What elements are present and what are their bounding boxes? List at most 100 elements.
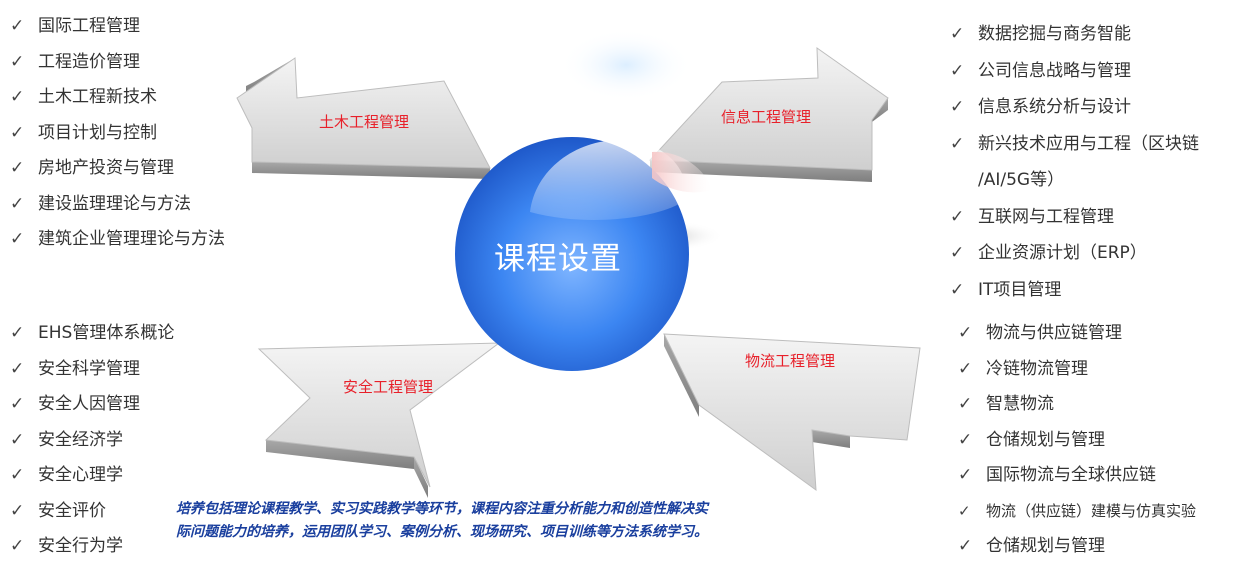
course-item-label: 冷链物流管理	[986, 358, 1088, 379]
arrow-safety: 安全工程管理	[257, 342, 501, 498]
check-icon: ✓	[958, 358, 973, 379]
check-icon: ✓	[10, 51, 25, 72]
course-item-label: 安全评价	[38, 500, 106, 521]
course-item: ✓ 安全人因管理	[10, 387, 174, 423]
check-icon: ✓	[958, 465, 973, 485]
check-icon: ✓	[10, 323, 25, 343]
arrow-label-safety: 安全工程管理	[343, 378, 433, 396]
course-item-label: 安全心理学	[38, 465, 123, 485]
check-icon: ✓	[10, 465, 25, 485]
course-item: ✓数据挖掘与商务智能	[950, 16, 1199, 53]
check-icon: ✓	[958, 394, 973, 414]
course-item: ✓ 冷链物流管理	[958, 352, 1196, 388]
course-item-label: 企业资源计划（ERP）	[978, 243, 1147, 263]
check-icon: ✓	[950, 60, 965, 81]
course-item: ✓ 国际物流与全球供应链	[958, 458, 1196, 494]
course-item-label: 物流（供应链）建模与仿真实验	[986, 501, 1197, 520]
course-item-label: 数据挖掘与商务智能	[978, 24, 1131, 44]
arrow-label-civil: 土木工程管理	[319, 113, 409, 131]
pink-reflection	[652, 151, 712, 193]
halo-decoration	[560, 29, 692, 101]
course-item: ✓ 建筑企业管理理论与方法	[10, 222, 225, 258]
arrow-logistics: 物流工程管理	[663, 333, 921, 492]
course-item-label: 互联网与工程管理	[978, 206, 1114, 227]
arrow-civil: 土木工程管理	[236, 57, 491, 179]
training-note-line-1: 培养包括理论课程教学、实习实践教学等环节，课程内容注重分析能力和创造性解决实	[176, 501, 708, 517]
info-course-list: ✓数据挖掘与商务智能✓公司信息战略与管理✓信息系统分析与设计✓新兴技术应用与工程…	[950, 16, 1199, 308]
course-item: ✓ 新兴技术应用与工程（区块链	[950, 126, 1199, 163]
check-icon: ✓	[10, 87, 25, 107]
check-icon: ✓	[950, 243, 965, 263]
course-item: ✓工程造价管理	[10, 45, 225, 81]
check-icon: ✓	[10, 16, 25, 36]
course-item: ✓ 安全行为学	[10, 529, 174, 565]
course-item: ✓ 房地产投资与管理	[10, 151, 225, 187]
check-icon: ✓	[958, 323, 973, 343]
course-item-label: 新兴技术应用与工程（区块链	[978, 133, 1199, 154]
course-item: ✓ 安全心理学	[10, 458, 174, 494]
course-item-label: 仓储规划与管理	[986, 429, 1105, 450]
civil-course-list: ✓国际工程管理✓工程造价管理✓土木工程新技术✓项目计划与控制✓房地产投资与管理✓…	[10, 9, 225, 258]
check-icon: ✓	[950, 279, 965, 300]
course-item: ✓ 土木工程新技术	[10, 80, 225, 116]
arrow-info: 信息工程管理	[648, 47, 889, 182]
check-icon: ✓	[10, 429, 25, 450]
check-icon: ✓	[10, 536, 25, 556]
course-item-label: 公司信息战略与管理	[978, 60, 1131, 81]
course-item-label: 房地产投资与管理	[38, 158, 174, 178]
course-item-label: 物流与供应链管理	[986, 323, 1122, 343]
course-item-label: 建筑企业管理理论与方法	[38, 229, 225, 249]
course-item: ✓ 智慧物流	[958, 387, 1196, 423]
check-icon: ✓	[950, 133, 965, 154]
course-item: ✓ 互联网与工程管理	[950, 199, 1199, 236]
course-item: ✓EHS管理体系概论	[10, 316, 174, 352]
check-icon: ✓	[958, 501, 971, 520]
course-item-label: 信息系统分析与设计	[978, 97, 1131, 117]
check-icon: ✓	[958, 536, 973, 556]
course-item: ✓ 安全评价	[10, 494, 174, 530]
course-item-label: 安全经济学	[38, 429, 123, 450]
check-icon: ✓	[10, 193, 25, 214]
course-item: ✓ 企业资源计划（ERP）	[950, 235, 1199, 272]
course-item-label: 国际物流与全球供应链	[986, 465, 1156, 485]
course-item-label: 智慧物流	[986, 394, 1054, 414]
course-item-label: 安全行为学	[38, 536, 123, 556]
check-icon: ✓	[958, 429, 973, 450]
check-icon: ✓	[10, 122, 25, 143]
course-item: ✓ 安全经济学	[10, 423, 174, 459]
arrow-label-info: 信息工程管理	[721, 108, 811, 126]
training-note: 培养包括理论课程教学、实习实践教学等环节，课程内容注重分析能力和创造性解决实 际…	[176, 498, 936, 544]
check-icon: ✓	[10, 158, 25, 178]
course-item: ✓ 国际工程管理	[10, 9, 225, 45]
course-item-label: 安全科学管理	[38, 358, 140, 379]
check-icon: ✓	[10, 358, 25, 379]
course-item: ✓ 物流与供应链管理	[958, 316, 1196, 352]
course-item: ✓IT项目管理	[950, 272, 1199, 309]
center-title: 课程设置	[494, 241, 622, 277]
course-item: ✓ 物流（供应链）建模与仿真实验	[958, 494, 1196, 530]
course-item-label: 安全人因管理	[38, 394, 140, 414]
logistics-course-list: ✓ 物流与供应链管理 ✓ 冷链物流管理 ✓ 智慧物流 ✓ 仓储规划与管理 ✓ 国际物流与全球供应链…	[958, 316, 1196, 565]
check-icon: ✓	[950, 97, 965, 117]
course-item: ✓ 仓储规划与管理	[958, 423, 1196, 459]
course-item: ✓ 项目计划与控制	[10, 116, 225, 152]
check-icon: ✓	[10, 500, 25, 521]
course-item: /AI/5G等）	[950, 162, 1199, 199]
course-item-label: 土木工程新技术	[38, 87, 157, 107]
check-icon: ✓	[10, 229, 25, 249]
check-icon: ✓	[10, 394, 25, 414]
course-item: ✓ 仓储规划与管理	[958, 529, 1196, 565]
course-item: ✓ 安全科学管理	[10, 352, 174, 388]
check-icon: ✓	[950, 206, 965, 227]
course-item: ✓建设监理理论与方法	[10, 187, 225, 223]
course-item-label: 项目计划与控制	[38, 122, 157, 143]
course-item: ✓ 公司信息战略与管理	[950, 53, 1199, 90]
sphere-gloss	[530, 140, 687, 221]
training-note-line-2: 际问题能力的培养，运用团队学习、案例分析、现场研究、项目训练等方法系统学习。	[176, 524, 708, 540]
safety-course-list: ✓EHS管理体系概论✓安全科学管理✓安全人因管理✓安全经济学✓安全心理学✓安全评…	[10, 316, 174, 565]
course-item-label: /AI/5G等）	[978, 170, 1065, 190]
course-item: ✓ 信息系统分析与设计	[950, 89, 1199, 126]
course-item-label: 国际工程管理	[38, 16, 140, 36]
course-item-label: 仓储规划与管理	[986, 536, 1105, 556]
